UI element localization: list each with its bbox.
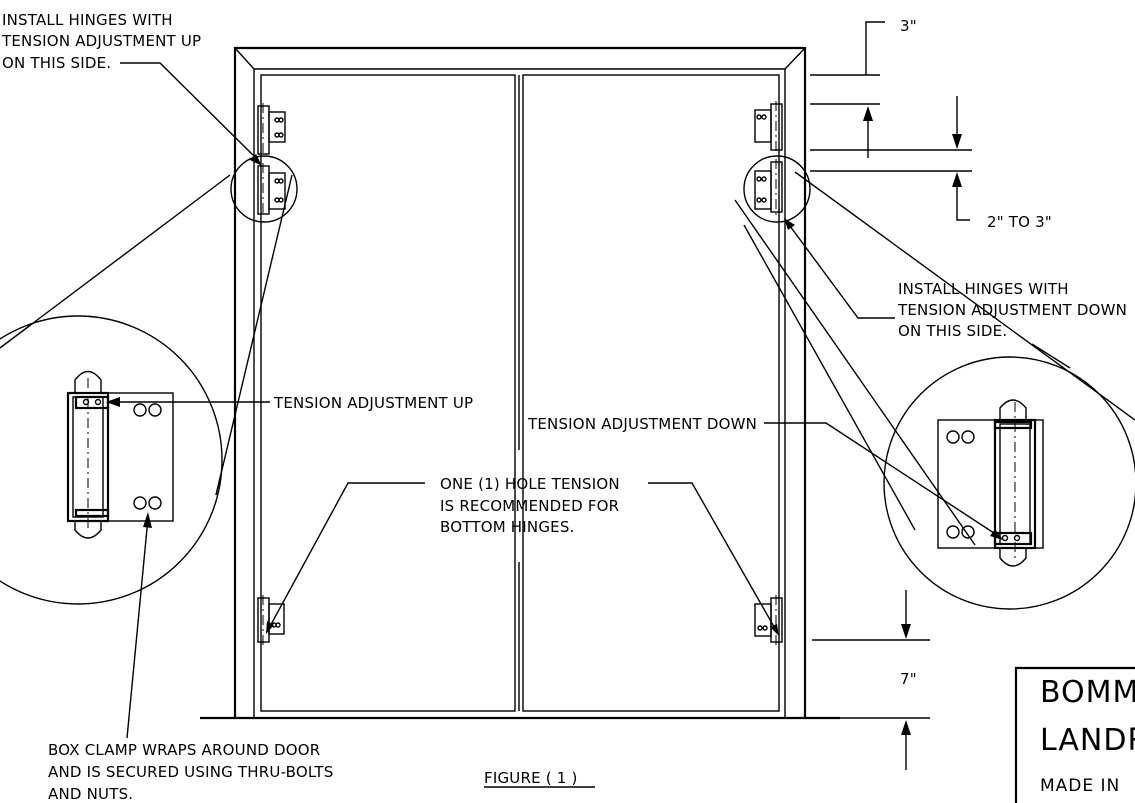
right-door-panel [522, 74, 780, 712]
dimension-hinge-spacing-label: 2" TO 3" [987, 213, 1052, 231]
right-detail-view [734, 171, 1135, 610]
svg-text:AND NUTS.: AND NUTS. [48, 785, 133, 803]
door-frame [200, 46, 840, 720]
svg-text:TENSION ADJUSTMENT DOWN: TENSION ADJUSTMENT DOWN [897, 301, 1127, 319]
title-block: BOMM LANDR MADE IN [1014, 666, 1135, 803]
leader-lines [106, 62, 1071, 739]
tension-down-label: TENSION ADJUSTMENT DOWN [527, 415, 757, 433]
svg-text:FIGURE ( 1 ): FIGURE ( 1 ) [484, 769, 578, 787]
left-hinge-bottom [257, 595, 285, 645]
right-hinge-top [754, 101, 783, 153]
svg-text:LANDR: LANDR [1040, 723, 1135, 758]
tension-up-label: TENSION ADJUSTMENT UP [273, 394, 473, 412]
right-hinge-bottom [754, 595, 783, 645]
dimension-bottom-label: 7" [900, 670, 917, 688]
left-detail-callout-circle [230, 155, 298, 223]
note-top-left: INSTALL HINGES WITH TENSION ADJUSTMENT U… [1, 11, 201, 72]
svg-text:ONE (1) HOLE TENSION: ONE (1) HOLE TENSION [440, 475, 620, 493]
svg-text:BOX CLAMP WRAPS AROUND DOOR: BOX CLAMP WRAPS AROUND DOOR [48, 741, 320, 759]
svg-text:ON THIS SIDE.: ON THIS SIDE. [2, 54, 111, 72]
figure-label: FIGURE ( 1 ) [484, 769, 595, 788]
svg-text:AND IS SECURED USING THRU-BOLT: AND IS SECURED USING THRU-BOLTS [48, 763, 333, 781]
svg-text:INSTALL HINGES WITH: INSTALL HINGES WITH [898, 280, 1069, 298]
right-hinge-middle [754, 159, 783, 215]
dimension-top-label: 3" [900, 17, 917, 35]
svg-text:MADE IN: MADE IN [1040, 776, 1120, 796]
svg-text:TENSION ADJUSTMENT UP: TENSION ADJUSTMENT UP [1, 32, 201, 50]
left-hinge-top [257, 103, 286, 157]
dimension-lines [810, 21, 972, 770]
note-right: INSTALL HINGES WITH TENSION ADJUSTMENT D… [897, 280, 1127, 340]
svg-text:IS RECOMMENDED FOR: IS RECOMMENDED FOR [440, 497, 619, 515]
left-detail-view [0, 174, 293, 605]
svg-text:BOTTOM HINGES.: BOTTOM HINGES. [440, 518, 575, 536]
right-detail-callout-circle [743, 155, 811, 223]
svg-text:ON THIS SIDE.: ON THIS SIDE. [898, 322, 1007, 340]
note-center: ONE (1) HOLE TENSION IS RECOMMENDED FOR … [440, 475, 620, 536]
left-door-panel [260, 74, 516, 712]
note-bottom-left: BOX CLAMP WRAPS AROUND DOOR AND IS SECUR… [48, 741, 333, 803]
left-hinge-middle [257, 163, 286, 217]
svg-text:INSTALL HINGES WITH: INSTALL HINGES WITH [2, 11, 173, 29]
svg-text:BOMM: BOMM [1040, 675, 1135, 710]
